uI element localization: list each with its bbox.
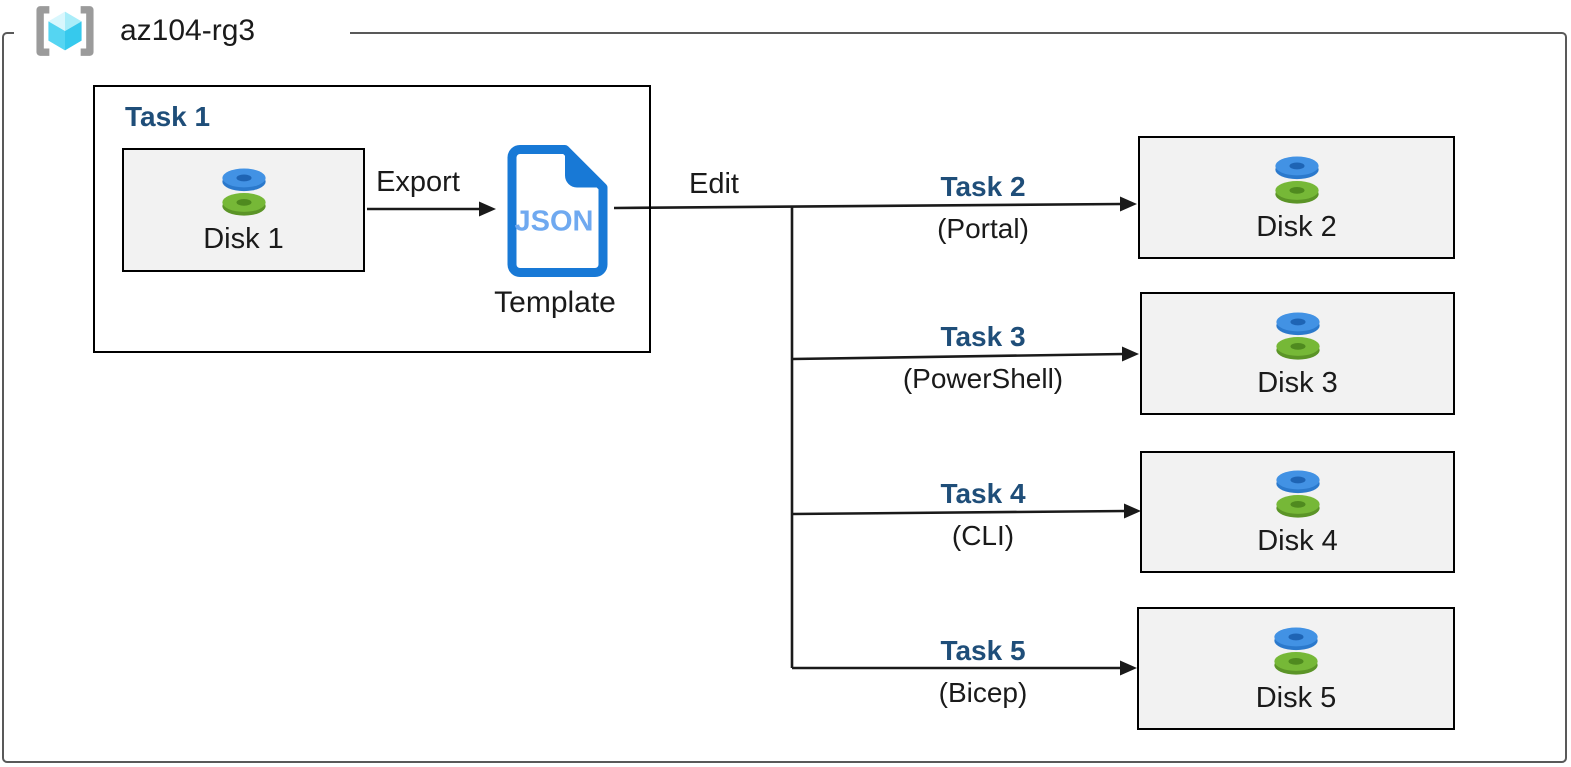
managed-disk-icon: [1274, 156, 1319, 204]
resource-group-name: az104-rg3: [120, 14, 256, 47]
managed-disk-icon: [1275, 312, 1320, 360]
branch-task4-label: Task 4 (CLI): [823, 477, 1143, 553]
json-badge-text: JSON: [515, 206, 594, 238]
disk5-node: Disk 5: [1137, 607, 1455, 730]
branch-task3-label: Task 3 (PowerShell): [823, 320, 1143, 396]
disk2-label: Disk 2: [1256, 210, 1337, 243]
task2-method: (Portal): [937, 213, 1029, 244]
managed-disk-icon: [1274, 627, 1318, 675]
disk1-label: Disk 1: [203, 223, 284, 256]
task5-method: (Bicep): [938, 677, 1028, 708]
task1-label: Task 1: [125, 101, 211, 132]
disk3-label: Disk 3: [1257, 366, 1338, 399]
template-label: Template: [494, 286, 616, 319]
task5-title: Task 5: [940, 635, 1026, 666]
disk3-node: Disk 3: [1140, 292, 1455, 415]
resource-group-icon: [36, 6, 94, 56]
json-template-node: JSON Template: [494, 142, 616, 332]
managed-disk-icon: [221, 168, 266, 216]
export-edge-label: Export: [376, 166, 460, 198]
branch-task5-label: Task 5 (Bicep): [823, 634, 1143, 710]
json-file-icon: JSON: [507, 145, 608, 277]
resource-group-header: az104-rg3: [14, 0, 350, 62]
branch-task2-label: Task 2 (Portal): [823, 170, 1143, 246]
task2-title: Task 2: [940, 171, 1026, 202]
disk5-label: Disk 5: [1255, 681, 1337, 714]
task3-method: (PowerShell): [902, 363, 1064, 394]
disk4-label: Disk 4: [1257, 525, 1338, 558]
disk1-node: Disk 1: [122, 148, 365, 272]
task3-title: Task 3: [940, 321, 1026, 352]
task1-group-box: Task 1: [93, 85, 651, 353]
resource-group-boundary: [2, 32, 1567, 763]
edit-edge-label: Edit: [689, 168, 739, 200]
disk4-node: Disk 4: [1140, 451, 1455, 573]
managed-disk-icon: [1275, 470, 1320, 518]
task4-title: Task 4: [940, 478, 1026, 509]
task4-method: (CLI): [951, 520, 1015, 551]
disk2-node: Disk 2: [1138, 136, 1455, 259]
